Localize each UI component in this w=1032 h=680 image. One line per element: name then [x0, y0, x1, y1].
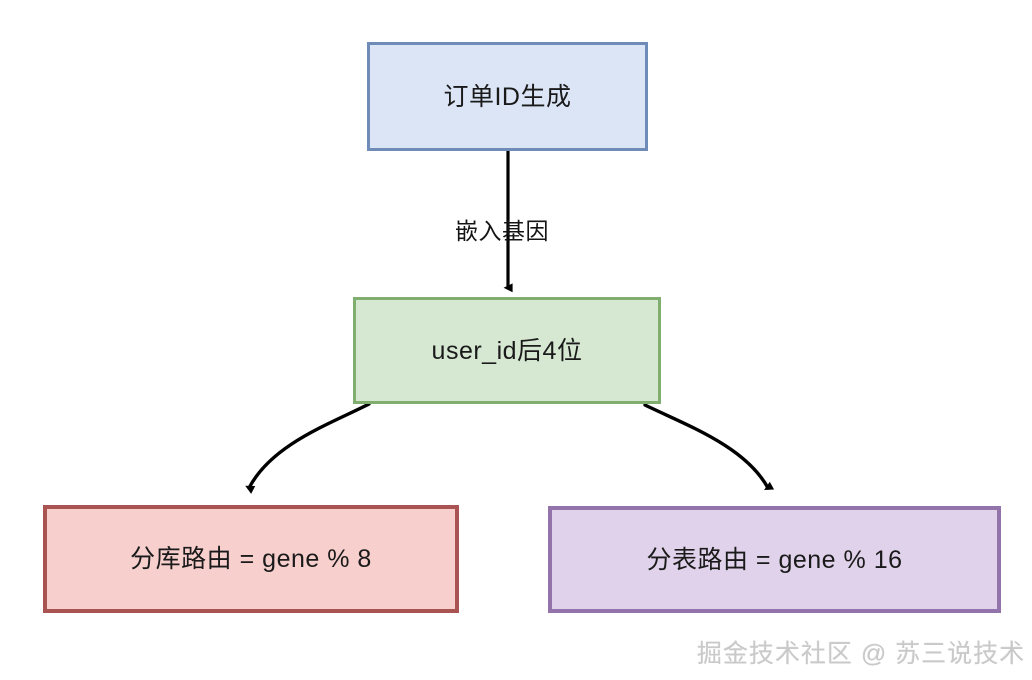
node-database-route[interactable]: 分库路由 = gene % 8	[43, 505, 459, 613]
node-user-id-last-four-label: user_id后4位	[431, 336, 583, 365]
node-order-id-generation[interactable]: 订单ID生成	[367, 42, 648, 151]
node-table-route-label: 分表路由 = gene % 16	[646, 545, 903, 574]
watermark-text: 掘金技术社区 @ 苏三说技术	[697, 640, 1026, 668]
edge-label-embed-gene: 嵌入基因	[455, 218, 549, 244]
edge-user-id-to-table-route	[643, 403, 775, 490]
node-database-route-label: 分库路由 = gene % 8	[130, 545, 372, 573]
edge-line-table-route	[643, 403, 775, 490]
edge-user-id-to-db-route	[245, 402, 371, 494]
node-order-id-generation-label: 订单ID生成	[443, 82, 572, 111]
edge-line-db-route	[245, 402, 371, 494]
node-table-route[interactable]: 分表路由 = gene % 16	[548, 506, 1001, 613]
node-user-id-last-four[interactable]: user_id后4位	[353, 297, 661, 404]
